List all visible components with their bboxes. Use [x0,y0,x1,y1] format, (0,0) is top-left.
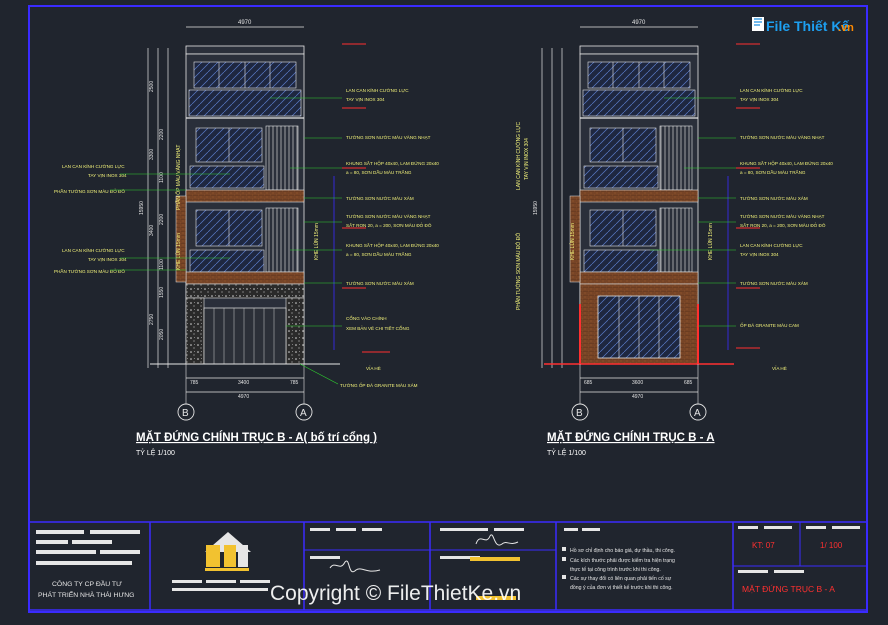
dim-label: 3300 [149,149,155,160]
outer-frame [28,5,868,613]
dim-label: 4970 [632,394,643,400]
drawing-title: MẶT ĐỨNG CHÍNH TRỤC B - A( bố trí cổng ) [136,431,377,444]
annotation-label: TAY VỊN INOX 304 [88,257,127,262]
site-logo: File Thiết Kế .vn [752,17,854,34]
top-dim: 4970 [632,20,646,26]
note-line: đồng ý của đơn vị thiết kế trước khi thi… [570,584,673,591]
signature-image [475,534,519,546]
title-block: CÔNG TY CP ĐẦU TƯ PHÁT TRIỂN NHÀ THÁI HƯ… [28,521,868,611]
annotation-label: LAN CAN KÍNH CƯỜNG LỰC [62,163,125,169]
note-line: Các kích thước phải được kiểm tra hiện t… [570,557,675,564]
total-height: 15950 [139,201,145,215]
dim-label: 1550 [159,287,165,298]
annotation-label: KHUNG SẮT HỘP 40x40, LAM ĐỨNG 20x40 [346,159,439,166]
annotation-label: KHUNG SẮT HỘP 40x40, LAM ĐỨNG 20x40 [740,159,833,166]
vertical-label: PHẦN TƯỜNG SƠN MÀU ĐỎ ĐÔ [515,233,522,310]
annotation-label: TƯỜNG SƠN NƯỚC MÀU VÀNG NHẠT [346,134,431,140]
dim-label: 1100 [159,172,165,183]
annotation-label: LAN CAN KÍNH CƯỜNG LỰC [346,87,409,93]
annotation-label: TƯỜNG SƠN NƯỚC MÀU VÀNG NHẠT [740,134,825,140]
vertical-label: PHẦN ỐP MÀU VÀNG NHẠT [175,145,182,210]
sheet-scale: 1/ 100 [820,541,843,550]
dim-label: 3600 [632,380,643,386]
annotation-label: SẮT RON 20, a = 200, SƠN MÀU ĐỎ ĐÔ [740,221,826,228]
annotation-label: TAY VỊN INOX 304 [88,173,127,178]
left-dims: 2500 3300 1100 2200 3400 1100 2200 1550 … [139,81,165,340]
watermark: Copyright © FileThietKe.vn [270,582,521,605]
dim-label: 685 [584,380,593,386]
company-logo-icon [205,532,251,571]
dim-label: 3400 [149,225,155,236]
vertical-label: TAY VỊN INOX 304 [524,138,530,180]
note-line: Hồ sơ chỉ định cho báo giá, dự thầu, thi… [570,547,675,554]
dim-label: 2200 [159,214,165,225]
drawing-scale: TỶ LỆ 1/100 [136,448,175,457]
annotation-label: VỈA HÈ [366,365,381,371]
dim-label: 3400 [238,380,249,386]
axis-bubble-b: B [182,408,189,419]
annotation-label: XEM BẢN VẼ CHI TIẾT CỔNG [346,325,410,331]
drawing-title: MẶT ĐỨNG CHÍNH TRỤC B - A [547,431,715,444]
top-dim: 4970 [238,20,252,26]
annotation-label: TAY VỊN INOX 304 [346,97,385,102]
dim-label: 785 [190,380,199,386]
annotation-label: a = 80, SƠN DẦU MÀU TRẮNG [346,168,412,175]
logo-suffix: .vn [838,22,854,34]
annotation-label: LAN CAN KÍNH CƯỜNG LỰC [62,247,125,253]
drawing-scale: TỶ LỆ 1/100 [547,448,586,457]
annotation-label: LAN CAN KÍNH CƯỜNG LỰC [740,242,803,248]
vertical-label: KHE LÙN 15mm [569,223,576,260]
dim-label: 2050 [159,329,165,340]
dim-label: 2500 [149,81,155,92]
annotation-label: PHẦN TƯỜNG SƠN MÀU ĐỎ ĐÔ [54,268,125,274]
annotation-label: TƯỜNG SƠN NƯỚC MÀU XÁM [346,280,414,286]
dim-label: 2750 [149,314,155,325]
annotation-label: TƯỜNG SƠN NƯỚC MÀU XÁM [346,195,414,201]
annotation-label: a = 80, SƠN DẦU MÀU TRẮNG [346,250,412,257]
signature-image [329,560,381,573]
sheet-number: KT: 07 [752,541,775,550]
annotation-label: CỔNG VÀO CHÍNH [346,315,387,321]
annotation-label: TAY VỊN INOX 304 [740,97,779,102]
sheet-drawing-name: MẶT ĐỨNG TRỤC B - A [742,584,835,594]
annotation-label: TƯỜNG SƠN NƯỚC MÀU XÁM [740,195,808,201]
vertical-label: KHE LÙN 15mm [313,223,320,260]
axis-bubble-a: A [694,408,701,419]
total-height: 15950 [533,201,539,215]
vertical-label: LAN CAN KÍNH CƯỜNG LỰC [515,121,522,190]
left-elevation: 4970 2500 3300 1100 2200 3400 1100 2200 … [54,20,439,457]
annotation-label: TƯỜNG SƠN NƯỚC MÀU VÀNG NHẠT [346,213,431,219]
dim-label: 685 [684,380,693,386]
annotation-label: LAN CAN KÍNH CƯỜNG LỰC [740,87,803,93]
axis-bubble-a: A [300,408,307,419]
annotation-label: VỈA HÈ [772,365,787,371]
vertical-label: KHE LÙN 15mm [707,223,714,260]
company-name-line1: CÔNG TY CP ĐẦU TƯ [52,578,122,588]
dim-label: 2200 [159,129,165,140]
logo-text: File Thiết Kế [766,18,849,34]
note-line: Các sự thay đổi có liên quan phải tiến c… [570,575,672,582]
dim-label: 785 [290,380,299,386]
annotation-label: KHUNG SẮT HỘP 40x40, LAM ĐỨNG 20x40 [346,241,439,248]
annotation-label: TƯỜNG SƠN NƯỚC MÀU VÀNG NHẠT [740,213,825,219]
axis-bubble-b: B [576,408,583,419]
vertical-label: KHE LÙN 15mm [175,233,182,270]
annotation-label: ỐP ĐÁ GRANITE MÀU CAM [740,322,799,328]
company-name-line2: PHÁT TRIỂN NHÀ THÁI HƯNG [38,590,134,599]
annotation-label: TƯỜNG ỐP ĐÁ GRANITE MÀU XÁM [340,382,418,388]
dim-label: 4970 [238,394,249,400]
annotation-label: PHẦN TƯỜNG SƠN MÀU ĐỎ ĐÔ [54,188,125,194]
annotation-label: TƯỜNG SƠN NƯỚC MÀU XÁM [740,280,808,286]
annotation-label: TAY VỊN INOX 304 [740,252,779,257]
dim-label: 1100 [159,259,165,270]
annotation-label: SẮT RON 20, a = 200, SƠN MÀU ĐỎ ĐÔ [346,221,432,228]
note-line: thực tế tại công trình trước khi thi côn… [570,567,661,573]
annotation-label: a = 80, SƠN DẦU MÀU TRẮNG [740,168,806,175]
right-elevation: 4970 15950 [515,20,833,457]
